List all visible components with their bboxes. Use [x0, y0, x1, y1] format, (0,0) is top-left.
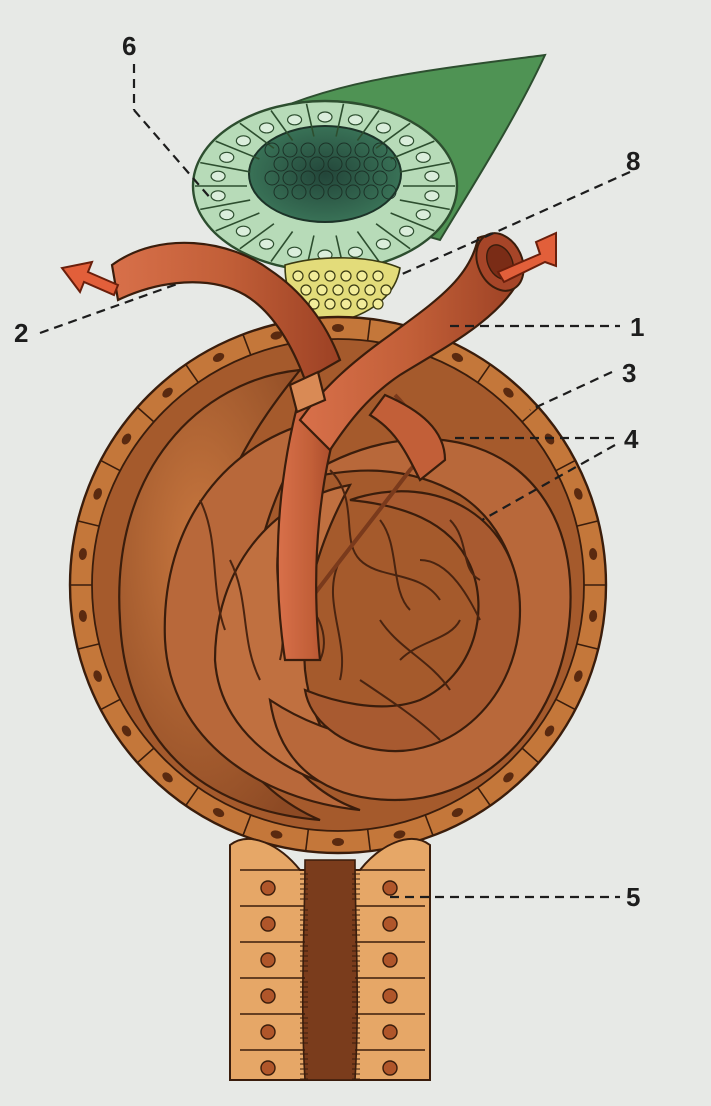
tubule-nucleus	[261, 1061, 275, 1075]
macula-nucleus	[220, 152, 234, 162]
macula-nucleus	[288, 115, 302, 125]
capsule-nucleus	[332, 324, 344, 332]
tubule-nucleus	[261, 1025, 275, 1039]
proximal-tubule	[230, 839, 430, 1080]
macula-nucleus	[318, 112, 332, 122]
juxta-cell	[381, 285, 391, 295]
juxta-cell	[325, 299, 335, 309]
juxta-cell	[309, 271, 319, 281]
juxta-cell	[373, 299, 383, 309]
macula-nucleus	[376, 239, 390, 249]
macula-nucleus	[220, 210, 234, 220]
juxta-cell	[349, 285, 359, 295]
tubule-nucleus	[261, 917, 275, 931]
tubule-nucleus	[383, 1025, 397, 1039]
label-2: 2	[14, 318, 28, 348]
juxta-cell	[293, 271, 303, 281]
tubule-nucleus	[261, 989, 275, 1003]
tubule-nucleus	[383, 1061, 397, 1075]
juxta-cell	[357, 299, 367, 309]
macula-nucleus	[416, 210, 430, 220]
macula-nucleus	[425, 191, 439, 201]
juxta-cell	[301, 285, 311, 295]
macula-nucleus	[211, 171, 225, 181]
tubule-nucleus	[383, 917, 397, 931]
juxta-cell	[325, 271, 335, 281]
juxta-cell	[365, 285, 375, 295]
macula-nucleus	[348, 247, 362, 257]
label-3: 3	[622, 358, 636, 388]
macula-nucleus	[416, 152, 430, 162]
juxta-cell	[373, 271, 383, 281]
macula-nucleus	[288, 247, 302, 257]
macula-nucleus	[236, 136, 250, 146]
macula-nucleus	[376, 123, 390, 133]
label-4: 4	[624, 424, 639, 454]
tubule-nucleus	[383, 953, 397, 967]
macula-nucleus	[348, 115, 362, 125]
juxta-cell	[341, 299, 351, 309]
macula-nucleus	[236, 226, 250, 236]
juxta-cell	[317, 285, 327, 295]
macula-densa	[193, 101, 457, 271]
tubule-nucleus	[383, 881, 397, 895]
macula-nucleus	[400, 226, 414, 236]
macula-nucleus	[260, 123, 274, 133]
tubule-nucleus	[383, 989, 397, 1003]
macula-nucleus	[211, 191, 225, 201]
juxta-cell	[341, 271, 351, 281]
tubule-nucleus	[261, 953, 275, 967]
label-5: 5	[626, 882, 640, 912]
label-6: 6	[122, 31, 136, 61]
macula-nucleus	[260, 239, 274, 249]
juxta-cell	[357, 271, 367, 281]
macula-nucleus	[400, 136, 414, 146]
juxta-cell	[333, 285, 343, 295]
capsule-nucleus	[332, 838, 344, 846]
tubule-nucleus	[261, 881, 275, 895]
label-8: 8	[626, 146, 640, 176]
macula-nucleus	[425, 171, 439, 181]
label-1: 1	[630, 312, 644, 342]
